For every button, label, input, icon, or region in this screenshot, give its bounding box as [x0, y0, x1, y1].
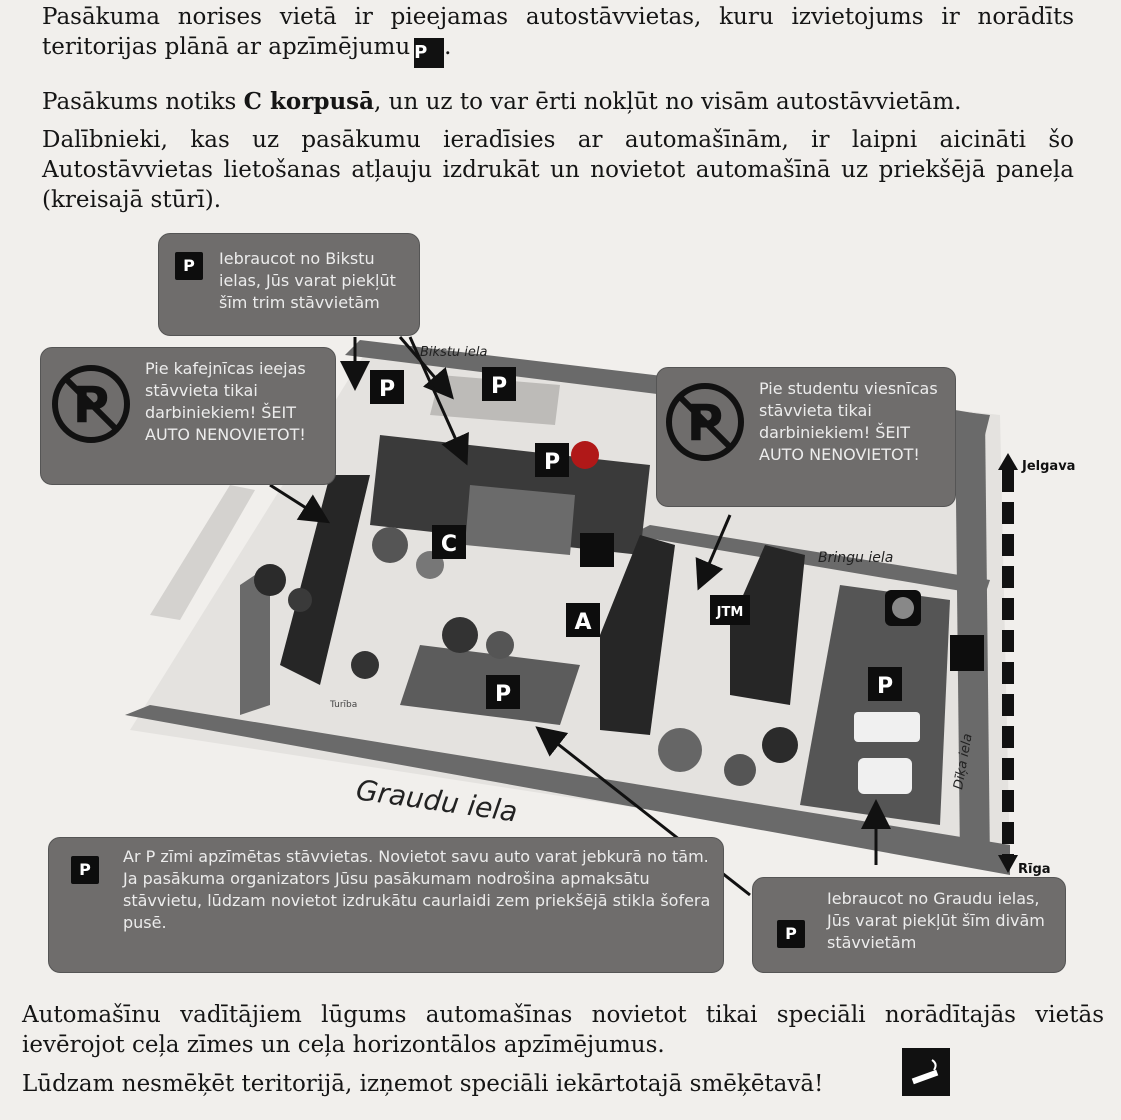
direction-riga: Rīga — [1018, 862, 1051, 877]
parking-marker-label: P — [544, 450, 560, 475]
callout-cafe-no-parking: P Pie kafejnīcas ieejas stāvvieta tikai … — [40, 347, 336, 485]
smoking-area-icon — [580, 533, 614, 567]
turiba-label: Turība — [329, 700, 357, 710]
callout-bikstu-entrance: P Iebraucot no Bikstu ielas, Jūs varat p… — [158, 233, 420, 336]
direction-jelgava: Jelgava — [1021, 459, 1075, 474]
parking-sign-icon: P — [175, 252, 203, 280]
paragraph-text: Pasākuma norises vietā ir pieejamas auto… — [42, 4, 1074, 60]
building-c-roof — [465, 485, 575, 555]
callout-graudu-entrance: P Iebraucot no Graudu ielas, Jūs varat p… — [752, 877, 1066, 973]
side-road — [240, 565, 270, 715]
bringu-street-road — [630, 525, 990, 595]
train-icon — [950, 635, 984, 671]
parking-sign-icon: P — [71, 856, 99, 884]
no-parking-icon: P — [666, 383, 744, 461]
paragraph-text: Pasākums notiks — [42, 89, 244, 115]
parking-marker-label: P — [495, 682, 511, 707]
car-icon — [858, 758, 912, 794]
paragraph-no-smoking: Lūdzam nesmēķēt teritorijā, izņemot spec… — [22, 1071, 824, 1097]
parking-marker-label: P — [491, 374, 507, 399]
paragraph-venue: Pasākums notiks C korpusā, un uz to var … — [42, 87, 1074, 117]
callout-text: Iebraucot no Graudu ielas, Jūs varat pie… — [827, 889, 1045, 952]
venue-building: C korpusā — [243, 88, 375, 115]
paragraph-parking-intro: Pasākuma norises vietā ir pieejamas auto… — [42, 2, 1074, 68]
parking-markers: P P P P P — [370, 367, 902, 709]
street-label-bikstu: Bikstu iela — [420, 345, 488, 360]
building-west — [280, 475, 370, 685]
no-parking-icon: P — [52, 365, 130, 443]
building-a-marker: A — [574, 610, 591, 635]
callout-parking-legend: P Ar P zīmi apzīmētas stāvvietas. Noviet… — [48, 837, 724, 973]
callout-text: Pie studentu viesnīcas stāvvieta tikai d… — [759, 379, 938, 464]
callout-text: Pie kafejnīcas ieejas stāvvieta tikai da… — [145, 359, 306, 444]
campus-map: P P P P P C A JTM Bikstu iela Bringu iel… — [0, 225, 1121, 985]
parking-sign-icon: P — [777, 920, 805, 948]
building-jtm — [730, 545, 805, 705]
paragraph-permit: Dalībnieki, kas uz pasākumu ieradīsies a… — [42, 127, 1074, 213]
parking-marker-label: P — [877, 674, 893, 699]
building-pale — [150, 485, 255, 620]
paragraph-text: , un uz to var ērti nokļūt no visām auto… — [374, 89, 962, 115]
callout-hostel-no-parking: P Pie studentu viesnīcas stāvvieta tikai… — [656, 367, 956, 507]
smoking-area-icon — [902, 1048, 950, 1096]
parking-sign-icon: P — [414, 38, 445, 68]
callout-text: Ar P zīmi apzīmētas stāvvietas. Novietot… — [123, 847, 711, 932]
bus-icon — [854, 712, 920, 742]
jtm-marker: JTM — [716, 605, 744, 620]
building-c-marker: C — [441, 532, 457, 557]
venue-marker-dot — [571, 441, 599, 469]
building-a — [600, 535, 675, 735]
street-label-bringu: Bringu iela — [818, 550, 893, 566]
parking-marker-label: P — [379, 377, 395, 402]
paragraph-end: . — [444, 34, 452, 60]
parking-lot-east — [800, 585, 950, 825]
graudu-street-road — [125, 705, 1010, 875]
paragraph-parking-rules: Automašīnu vadītājiem lūgums automašīnas… — [22, 1002, 1104, 1058]
callout-text: Iebraucot no Bikstu ielas, Jūs varat pie… — [219, 249, 396, 312]
